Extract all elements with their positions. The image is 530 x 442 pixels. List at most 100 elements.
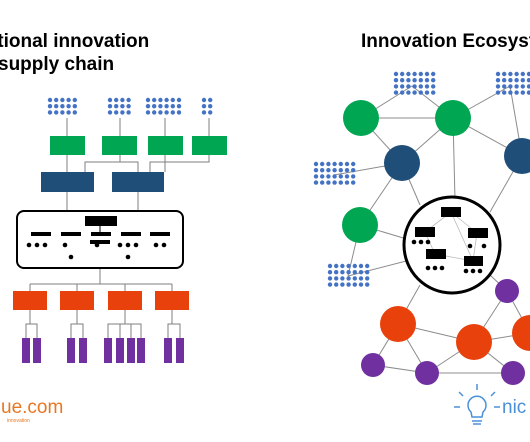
dot: [431, 90, 436, 95]
purple-bars: [22, 338, 184, 363]
dot: [418, 78, 423, 83]
dot: [495, 71, 501, 77]
dot: [170, 104, 175, 109]
dot: [158, 110, 163, 115]
dot: [320, 180, 325, 185]
left-brand-text: ue.com: [1, 397, 63, 418]
dot: [400, 78, 405, 83]
dot: [502, 78, 507, 83]
dot: [320, 161, 325, 167]
dot: [344, 180, 350, 185]
green-node: [342, 207, 378, 243]
ecosystem-hub: [402, 195, 502, 295]
dot: [346, 276, 351, 281]
navy-node: [504, 138, 530, 174]
dot: [344, 161, 350, 167]
purple-node: [361, 353, 385, 377]
dot: [338, 161, 343, 167]
dot: [351, 161, 356, 167]
dot: [520, 84, 525, 89]
left-connectors: [25, 118, 210, 338]
dot: [201, 110, 207, 115]
dot: [352, 263, 357, 269]
dot: [334, 263, 339, 269]
dot: [424, 84, 430, 89]
dot: [332, 174, 337, 179]
dot: [47, 104, 53, 109]
dot: [176, 110, 182, 115]
red-box: [155, 291, 189, 310]
navy-box: [41, 172, 94, 192]
dot: [393, 90, 399, 95]
dot: [508, 71, 513, 77]
dot: [152, 104, 157, 109]
green-boxes: [50, 136, 227, 155]
dot: [338, 180, 343, 185]
dot: [145, 97, 151, 103]
green-box: [192, 136, 227, 155]
dot: [66, 97, 71, 103]
dot: [72, 104, 78, 109]
dot: [145, 110, 151, 115]
dot: [520, 90, 525, 95]
dot: [327, 263, 333, 269]
dot: [126, 97, 131, 103]
red-node: [456, 324, 492, 360]
dot: [60, 110, 65, 115]
dot: [72, 97, 78, 103]
dot: [393, 78, 399, 83]
dot: [326, 168, 331, 173]
dot: [47, 97, 53, 103]
dot: [145, 104, 151, 109]
dot: [352, 270, 357, 275]
dot: [346, 270, 351, 275]
green-node: [343, 100, 379, 136]
dot: [176, 104, 182, 109]
dot: [412, 84, 417, 89]
dot: [514, 78, 519, 83]
dot: [208, 104, 213, 109]
dot: [340, 282, 345, 287]
navy-node: [384, 145, 420, 181]
dot: [400, 71, 405, 77]
dot: [340, 263, 345, 269]
dot: [60, 97, 65, 103]
left-title-line2: supply chain: [0, 54, 114, 75]
dot: [358, 263, 364, 269]
dot: [326, 174, 331, 179]
dot: [508, 90, 513, 95]
dot: [313, 168, 319, 173]
dot: [431, 84, 436, 89]
dot: [208, 97, 213, 103]
dot: [176, 97, 182, 103]
dot: [54, 104, 59, 109]
dot: [120, 97, 125, 103]
dot: [334, 270, 339, 275]
red-box: [13, 291, 47, 310]
dot: [334, 282, 339, 287]
dot: [114, 97, 119, 103]
dot: [406, 84, 411, 89]
dot: [351, 174, 356, 179]
dot: [424, 71, 430, 77]
dot: [313, 174, 319, 179]
dot: [358, 276, 364, 281]
dot: [344, 168, 350, 173]
right-brand-text: nic: [502, 397, 526, 418]
red-box: [60, 291, 94, 310]
dot: [406, 71, 411, 77]
dot: [365, 263, 370, 269]
dot: [114, 110, 119, 115]
dot: [502, 71, 507, 77]
dot: [400, 84, 405, 89]
dot: [320, 174, 325, 179]
dot: [340, 270, 345, 275]
dot: [514, 71, 519, 77]
dot: [126, 110, 131, 115]
dot: [418, 84, 423, 89]
green-box: [50, 136, 85, 155]
dot: [334, 276, 339, 281]
dot: [332, 161, 337, 167]
dot: [201, 104, 207, 109]
